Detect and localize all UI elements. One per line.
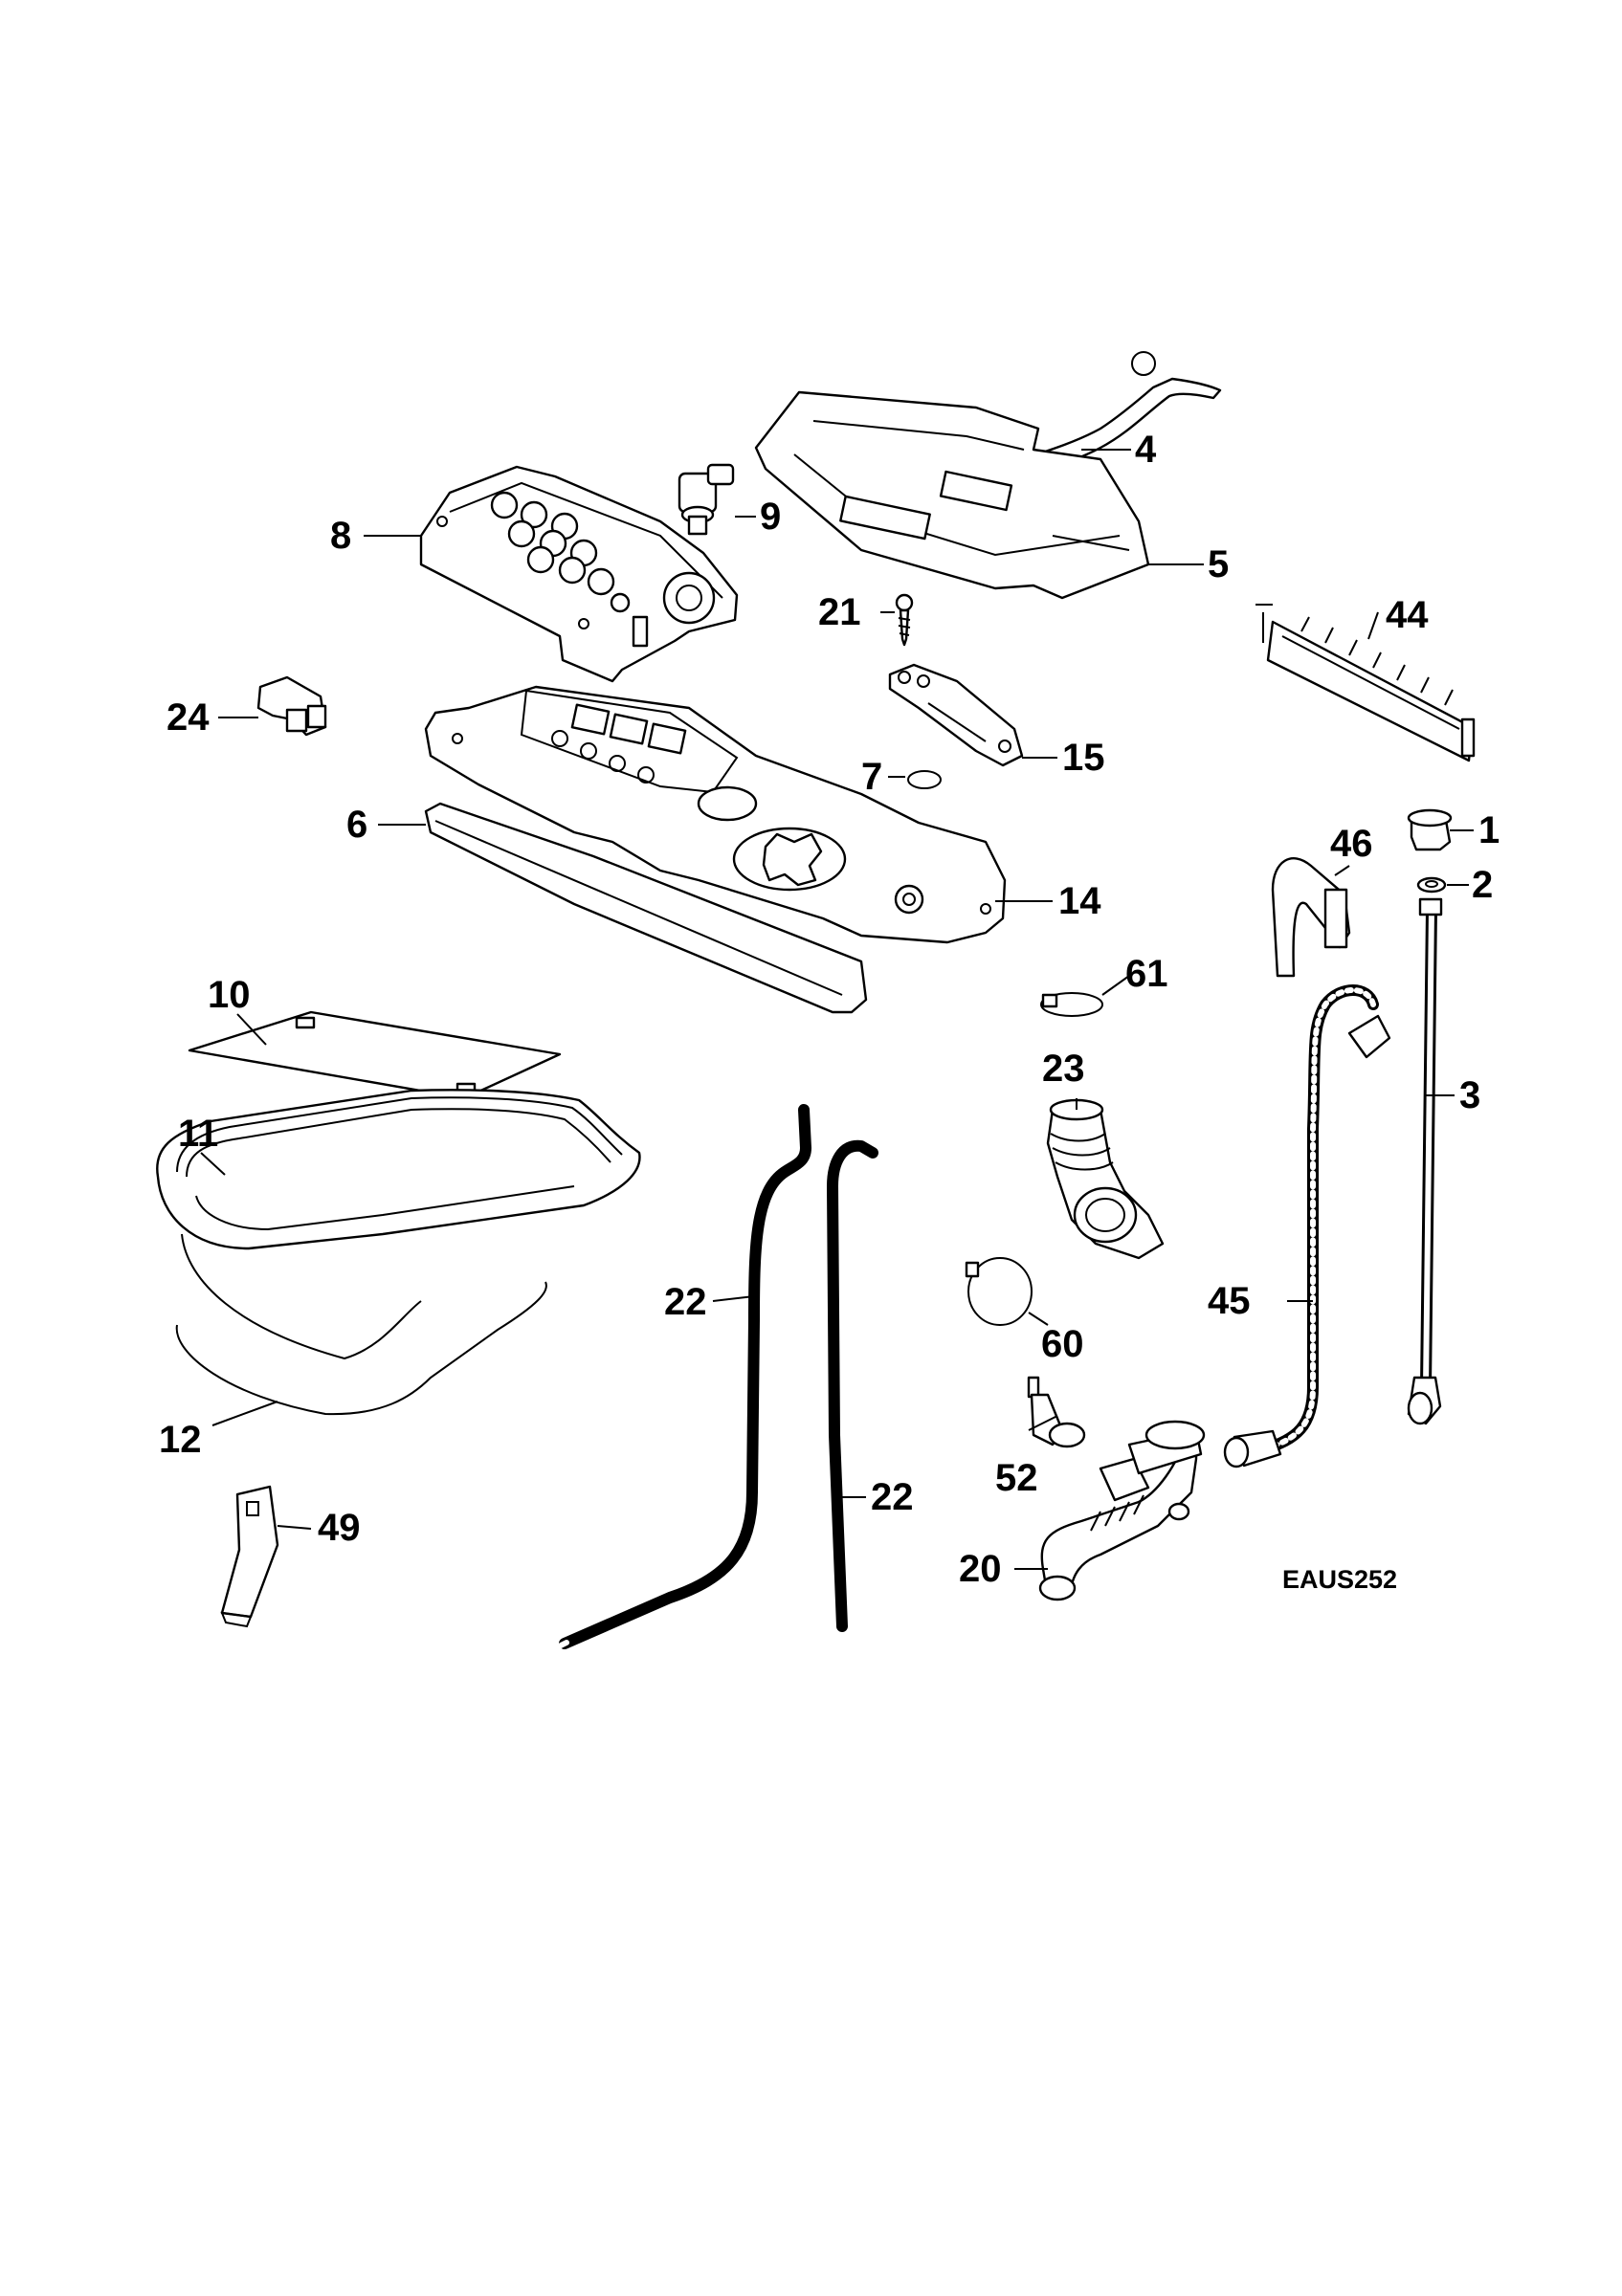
part-15-bracket — [888, 663, 1024, 767]
part-12-gasket — [175, 1281, 547, 1416]
part-44-clip — [256, 675, 327, 737]
callout-46: 46 — [1330, 823, 1373, 865]
part-14-top-plate — [424, 685, 1007, 944]
part-11-door-seal — [156, 1089, 641, 1360]
callout-20: 20 — [959, 1548, 1002, 1590]
part-7-o-ring — [907, 770, 942, 789]
callout-61: 61 — [1125, 953, 1168, 995]
callout-5: 5 — [1208, 543, 1229, 585]
callout-8: 8 — [330, 515, 351, 557]
callout-44a: 44 — [1386, 594, 1429, 636]
part-21-screw — [895, 593, 914, 647]
part-52-nozzle — [1027, 1376, 1086, 1448]
part-5-dispenser-housing — [754, 390, 1150, 600]
part-44a-bracket — [1255, 604, 1476, 762]
part-60-clamp-ring — [965, 1257, 1033, 1326]
callout-6: 6 — [346, 804, 367, 846]
callout-15: 15 — [1062, 737, 1105, 779]
part-49-connector — [220, 1485, 279, 1628]
callout-9: 9 — [760, 496, 781, 538]
callout-44: 24 — [167, 696, 210, 739]
callout-24: 23 — [1042, 1048, 1085, 1090]
part-9-valve — [678, 463, 735, 536]
callout-7: 7 — [861, 756, 882, 798]
callout-12: 12 — [159, 1419, 202, 1461]
part-23-hose — [558, 1104, 811, 1649]
part-10-lid-panel — [188, 1010, 562, 1100]
part-3-inlet-hose — [1407, 897, 1443, 1425]
part-20-drain-pipe — [1038, 1420, 1206, 1601]
callout-4: 4 — [1135, 429, 1157, 471]
callout-10: 10 — [208, 974, 251, 1016]
part-1-cap — [1407, 808, 1453, 851]
callout-14: 14 — [1058, 880, 1101, 922]
part-46-hose-guide — [1271, 857, 1351, 978]
leader-lines — [200, 449, 1474, 1570]
part-2-washer — [1416, 876, 1447, 894]
part-45-drain-hose — [1223, 984, 1391, 1468]
part-22-hose — [827, 1139, 878, 1632]
callout-3: 3 — [1459, 1074, 1480, 1116]
callout-23: 22 — [664, 1281, 707, 1323]
callout-1: 1 — [1478, 809, 1500, 851]
callout-labels: 4 5 9 8 21 44 24 15 7 6 14 1 2 46 61 23 … — [159, 429, 1500, 1594]
callout-2: 2 — [1472, 864, 1493, 906]
callout-45: 45 — [1208, 1280, 1251, 1322]
callout-60: 60 — [1041, 1323, 1084, 1365]
callout-49: 49 — [318, 1507, 361, 1549]
callout-21: 21 — [818, 591, 861, 633]
callout-22: 22 — [871, 1476, 914, 1518]
part-61-clamp — [1040, 992, 1103, 1017]
part-8-control-panel-frame — [419, 465, 739, 683]
part-24-bellows-connector — [1046, 1098, 1165, 1260]
callout-52: 52 — [995, 1457, 1038, 1499]
callout-11: 11 — [178, 1113, 218, 1155]
part-6-trim-strip — [424, 802, 868, 1014]
diagram-code: EAUS252 — [1282, 1565, 1397, 1594]
